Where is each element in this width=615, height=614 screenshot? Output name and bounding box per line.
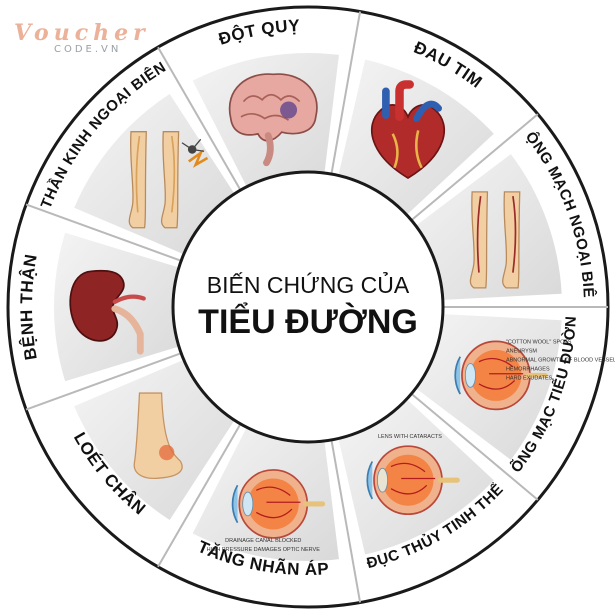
- brain-icon: [228, 73, 318, 167]
- segment-divider: [410, 393, 539, 501]
- center-title-line2: TIỂU ĐƯỜNG: [198, 303, 418, 341]
- glaucoma-eye-icon: [231, 469, 326, 539]
- annotation-text: ANEURYSM: [506, 348, 537, 354]
- annotation-text: HARD EXUDATES: [506, 375, 553, 381]
- heart-icon: [371, 80, 445, 179]
- segment-divider: [157, 423, 242, 568]
- segment-label: BỆNH THẬN: [17, 252, 41, 361]
- annotation-text: ABNORMAL GROWTH OF BLOOD VESSELS: [506, 357, 615, 363]
- foot-ulcer-icon: [133, 392, 183, 480]
- watermark-logo: Voucher CODE.VN: [14, 20, 174, 70]
- segment-divider: [410, 113, 539, 221]
- complication-segment: TĂNG NHÃN ÁP: [192, 427, 362, 603]
- annotation-text: DRAINAGE CANAL BLOCKED: [225, 538, 301, 544]
- segment-divider: [157, 46, 242, 191]
- watermark-brand: Voucher: [14, 20, 150, 46]
- complication-segment: LOÉT CHÂN: [70, 359, 242, 568]
- cataract-eye-icon: [366, 445, 460, 516]
- annotation-text: "COTTON WOOL" SPOTS: [506, 339, 572, 345]
- segment-divider: [330, 11, 362, 175]
- nerve-legs-icon: [128, 131, 209, 229]
- retina-eye-icon: [454, 340, 548, 411]
- segment-divider: [330, 439, 362, 603]
- annotation-text: LENS WITH CATARACTS: [378, 434, 442, 440]
- leg-arteries-icon: [469, 191, 521, 289]
- center-disc: [171, 170, 445, 444]
- segment-wedge: [415, 154, 562, 300]
- segment-divider: [25, 203, 182, 262]
- center-title-line1: BIẾN CHỨNG CỦA: [207, 270, 410, 298]
- annotation-text: HIGH PRESSURE DAMAGES OPTIC NERVE: [207, 547, 321, 553]
- segment-divider: [25, 352, 182, 411]
- kidney-icon: [69, 269, 146, 355]
- watermark-sub: CODE.VN: [54, 44, 122, 55]
- segment-wedge: [74, 93, 235, 255]
- annotation-text: HEMORRHAGES: [506, 366, 550, 372]
- complication-segment: BỆNH THẬN: [17, 232, 182, 411]
